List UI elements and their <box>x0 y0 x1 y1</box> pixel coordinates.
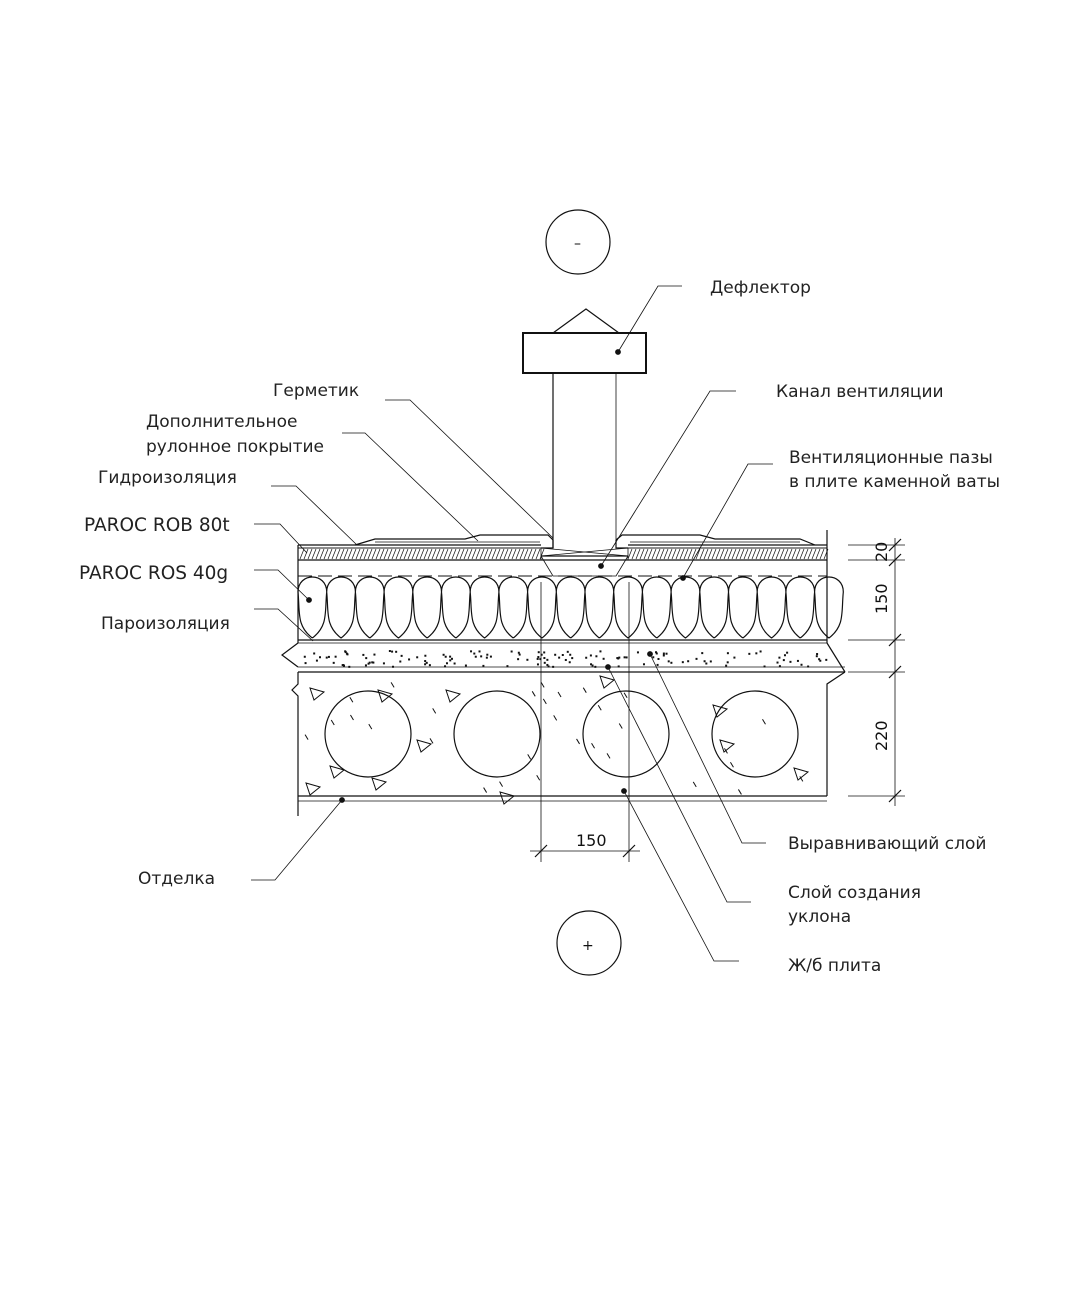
plus-symbol-text: + <box>582 938 594 954</box>
dimension-150: 150 <box>872 583 891 614</box>
vent-pipe <box>540 373 629 577</box>
label-leveling-layer: Выравнивающий слой <box>788 834 986 854</box>
label-vent-grooves-line1: Вентиляционные пазы <box>789 448 993 468</box>
label-vent-grooves-line2: в плите каменной ваты <box>789 472 1000 492</box>
channel-width-value: 150 <box>576 831 607 850</box>
dimension-20: 20 <box>872 542 891 562</box>
insulation-layer <box>297 530 844 644</box>
vertical-dimensions: 20 150 220 <box>848 538 905 806</box>
label-vent-channel: Канал вентиляции <box>776 382 944 402</box>
channel-width-dimension: 150 <box>530 582 640 862</box>
label-deflector: Дефлектор <box>710 278 811 298</box>
leader-lines <box>251 285 773 962</box>
minus-symbol-text: – <box>574 236 581 252</box>
plus-symbol: + <box>556 910 622 976</box>
label-slope-layer-line1: Слой создания <box>788 883 921 903</box>
screed-layer <box>281 642 846 673</box>
label-paroc-ros: PAROC ROS 40g <box>79 563 228 584</box>
label-rc-slab: Ж/б плита <box>788 956 881 976</box>
label-sealant: Герметик <box>273 381 359 401</box>
label-extra-roll-line1: Дополнительное <box>146 412 297 432</box>
deflector <box>522 308 647 374</box>
label-waterproofing: Гидроизоляция <box>98 468 237 488</box>
label-vapor-barrier: Пароизоляция <box>101 614 230 634</box>
label-finish: Отделка <box>138 869 215 889</box>
rc-slab <box>291 671 846 816</box>
dimension-220: 220 <box>872 720 891 751</box>
label-extra-roll-line2: рулонное покрытие <box>146 437 324 457</box>
minus-symbol: – <box>545 209 611 275</box>
label-slope-layer-line2: уклона <box>788 907 851 927</box>
label-paroc-rob: PAROC ROB 80t <box>84 515 230 536</box>
